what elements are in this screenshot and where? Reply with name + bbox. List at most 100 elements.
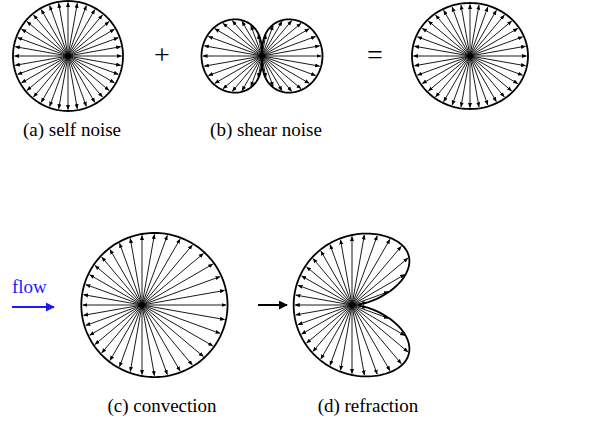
directivity-ray <box>330 305 352 365</box>
directivity-ray <box>418 37 470 56</box>
directivity-ray <box>470 56 525 66</box>
directivity-ray <box>352 305 401 364</box>
directivity-ray <box>307 267 352 305</box>
directivity-ray <box>22 56 68 83</box>
directivity-ray <box>295 305 352 306</box>
directivity-ray <box>68 15 102 56</box>
directivity-ray <box>352 275 405 305</box>
directivity-ray <box>470 5 479 56</box>
directivity-ray <box>470 5 471 57</box>
directivity-ray <box>102 305 142 353</box>
panel-caption: (c) convection <box>107 396 216 417</box>
pattern-outline <box>202 19 323 92</box>
directivity-ray <box>203 56 262 57</box>
directivity-ray <box>298 285 352 305</box>
directivity-ray <box>27 22 68 56</box>
directivity-ray <box>262 56 316 75</box>
pattern-outline <box>13 1 123 111</box>
source-point <box>260 54 265 59</box>
directivity-ray <box>18 38 68 56</box>
directivity-ray <box>352 305 390 371</box>
directivity-ray <box>223 23 262 56</box>
directivity-ray <box>262 56 301 89</box>
directivity-ray <box>232 56 262 91</box>
directivity-ray <box>142 264 213 305</box>
directivity-ray <box>68 56 122 57</box>
directivity-ray <box>142 305 220 333</box>
directivity-ray <box>84 295 142 305</box>
directivity-ray <box>470 56 522 75</box>
directivity-ray <box>120 305 142 367</box>
directivity-ray <box>86 285 142 305</box>
panel-caption: (b) shear noise <box>210 120 322 141</box>
directivity-ray <box>41 10 68 56</box>
directivity-ray <box>142 236 143 306</box>
directivity-ray <box>352 237 353 305</box>
directivity-ray <box>142 305 226 306</box>
directivity-ray <box>59 56 68 109</box>
directivity-ray <box>142 305 180 371</box>
directivity-ray <box>352 305 408 352</box>
directivity-ray <box>34 56 68 97</box>
directivity-ray <box>68 6 86 56</box>
directivity-ray <box>470 56 512 91</box>
directivity-ray <box>208 37 262 56</box>
directivity-ray <box>470 15 504 56</box>
directivity-ray <box>436 56 470 97</box>
directivity-ray <box>262 23 301 56</box>
directivity-ray <box>15 47 68 56</box>
directivity-ray <box>15 56 69 57</box>
flow-arrow <box>12 306 54 308</box>
source-point <box>66 54 71 59</box>
directivity-ray <box>444 10 470 56</box>
directivity-ray <box>262 34 266 56</box>
self-noise-pattern <box>13 1 123 111</box>
transition-arrow <box>258 304 287 306</box>
directivity-ray <box>262 21 282 56</box>
directivity-ray <box>414 56 471 57</box>
shear-noise-pattern <box>202 19 323 92</box>
directivity-ray <box>258 56 262 78</box>
directivity-ray <box>352 305 405 335</box>
directivity-ray <box>470 28 518 56</box>
directivity-ray <box>223 56 262 89</box>
directivity-ray <box>142 245 192 305</box>
directivity-ray <box>251 56 262 86</box>
equals-sign: = <box>367 40 383 71</box>
directivity-ray <box>90 305 142 335</box>
directivity-ray <box>470 56 496 102</box>
directivity-ray <box>130 305 142 371</box>
directivity-ray <box>68 56 109 90</box>
directivity-ray <box>142 305 225 320</box>
pattern-outline <box>294 234 410 377</box>
panel-caption: (a) self noise <box>23 120 121 141</box>
source-point <box>468 54 473 59</box>
directivity-ray <box>470 7 488 56</box>
directivity-ray <box>68 56 69 110</box>
directivity-ray <box>352 305 353 373</box>
directivity-ray <box>470 56 527 57</box>
panel-caption: (d) refraction <box>318 396 419 417</box>
directivity-ray <box>95 266 142 305</box>
directivity-ray <box>341 305 352 370</box>
total-noise-pattern <box>412 3 528 109</box>
directivity-ray <box>110 250 142 305</box>
directivity-ray <box>452 56 470 105</box>
source-point <box>140 303 145 308</box>
directivity-ray <box>415 46 470 56</box>
directivity-ray <box>422 56 470 84</box>
directivity-ray <box>302 305 352 334</box>
directivity-ray <box>68 56 95 102</box>
directivity-ray <box>296 295 352 305</box>
directivity-ray <box>352 235 364 305</box>
pattern-outline <box>81 233 227 377</box>
directivity-ray <box>142 305 203 357</box>
directivity-ray <box>262 56 282 91</box>
directivity-ray <box>242 56 262 91</box>
directivity-ray <box>68 3 69 57</box>
directivity-ray <box>68 29 114 56</box>
directivity-ray <box>352 305 389 318</box>
directivity-ray <box>262 56 320 66</box>
